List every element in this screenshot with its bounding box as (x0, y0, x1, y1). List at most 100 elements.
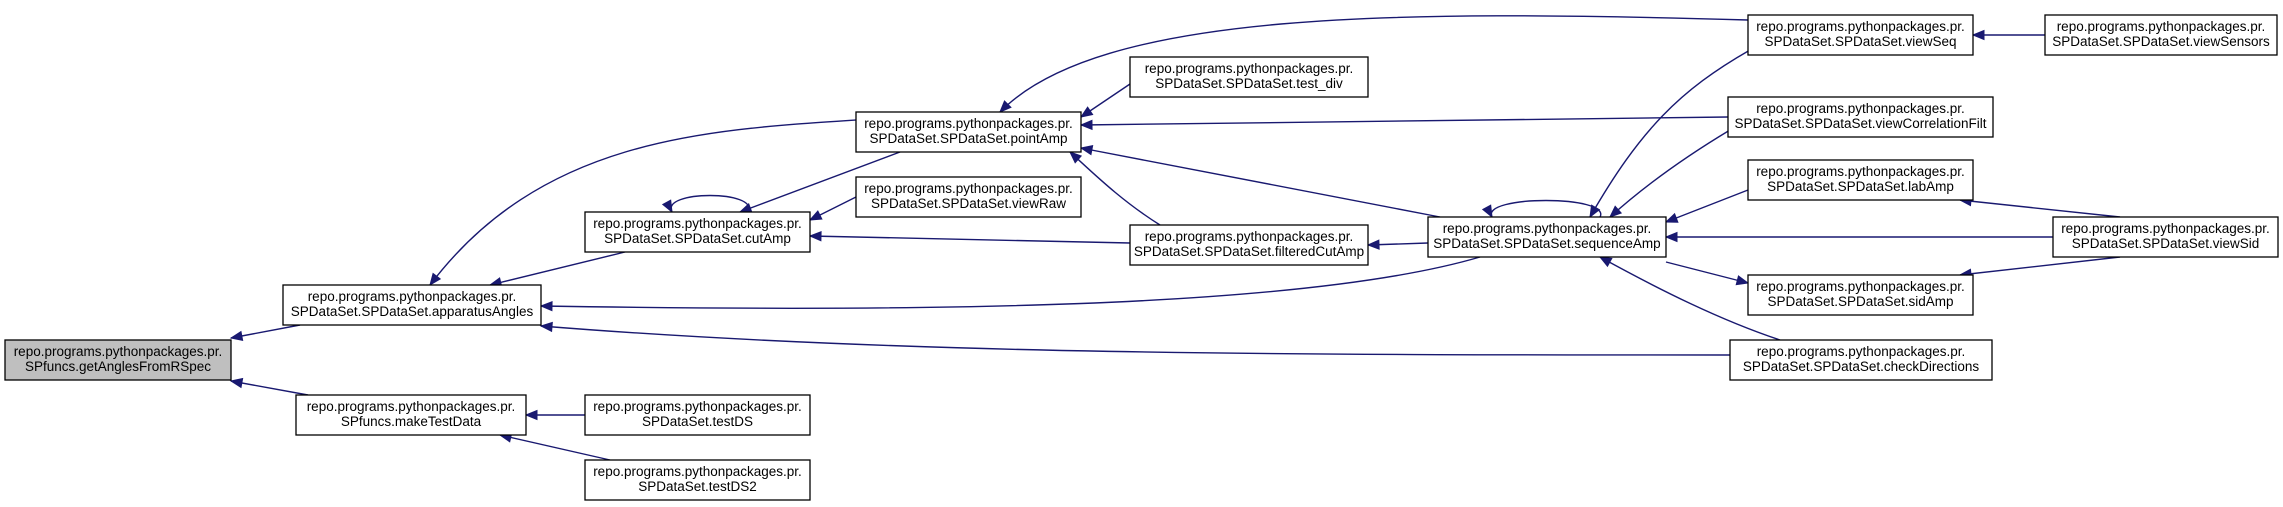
edge-arrowhead (999, 100, 1012, 113)
node-box (2052, 216, 2279, 258)
edge-arrowhead (808, 210, 823, 221)
node-test_div[interactable]: repo.programs.pythonpackages.pr.SPDataSe… (1129, 56, 1369, 98)
node-box (1729, 339, 1993, 381)
edge-arrowhead (1598, 256, 1613, 268)
node-viewRaw[interactable]: repo.programs.pythonpackages.pr.SPDataSe… (855, 176, 1082, 218)
edge-viewCorrelationFilt-to-pointAmp (1079, 116, 1729, 131)
edge-line (230, 324, 301, 339)
node-box (1427, 216, 1667, 258)
node-label-line1: repo.programs.pythonpackages.pr. (308, 289, 517, 304)
node-sequenceAmp[interactable]: repo.programs.pythonpackages.pr.SPDataSe… (1427, 216, 1667, 258)
node-box (282, 284, 542, 326)
edge-arrowhead (1069, 151, 1083, 164)
node-label-line2: SPDataSet.SPDataSet.viewCorrelationFilt (1734, 116, 1986, 131)
edge-line (499, 434, 611, 461)
edge-arrowhead (1079, 106, 1094, 118)
node-viewSid[interactable]: repo.programs.pythonpackages.pr.SPDataSe… (2052, 216, 2279, 258)
node-testDS[interactable]: repo.programs.pythonpackages.pr.SPDataSe… (584, 394, 811, 436)
node-label-line2: SPDataSet.testDS2 (638, 479, 757, 494)
edge-arrowhead (1481, 204, 1493, 219)
node-pointAmp[interactable]: repo.programs.pythonpackages.pr.SPDataSe… (855, 111, 1082, 153)
node-label-line2: SPDataSet.SPDataSet.viewSeq (1764, 34, 1956, 49)
node-label-line1: repo.programs.pythonpackages.pr. (1145, 61, 1354, 76)
edge-line (540, 325, 1731, 356)
node-label-line2: SPfuncs.getAnglesFromRSpec (25, 359, 211, 374)
edge-cutAmp-to-cutAmp (661, 194, 750, 214)
node-label-line1: repo.programs.pythonpackages.pr. (593, 464, 802, 479)
edge-viewSid-to-sidAmp (1958, 256, 2121, 279)
edge-line (1490, 199, 1602, 218)
node-box (1129, 224, 1369, 266)
node-box (1747, 274, 1974, 316)
node-label-line2: SPDataSet.SPDataSet.viewSensors (2052, 34, 2270, 49)
node-makeTestData[interactable]: repo.programs.pythonpackages.pr.SPfuncs.… (295, 394, 527, 436)
edge-line (230, 380, 309, 396)
nodes-layer: repo.programs.pythonpackages.pr.SPfuncs.… (4, 14, 2279, 501)
edge-sequenceAmp-to-filteredCutAmp (1366, 239, 1429, 250)
edge-line (670, 194, 750, 213)
node-label-line1: repo.programs.pythonpackages.pr. (864, 116, 1073, 131)
edge-line (489, 251, 626, 286)
node-label-line1: repo.programs.pythonpackages.pr. (1443, 221, 1652, 236)
node-label-line1: repo.programs.pythonpackages.pr. (593, 216, 802, 231)
edge-line (1959, 199, 2121, 218)
edge-arrowhead (429, 272, 442, 287)
edge-apparatusAngles-to-getAnglesFromRSpec (229, 324, 301, 342)
edge-line (429, 119, 857, 286)
edge-line (1609, 129, 1731, 218)
edge-sidAmp-to-sequenceAmp (1665, 261, 1750, 286)
node-sidAmp[interactable]: repo.programs.pythonpackages.pr.SPDataSe… (1747, 274, 1974, 316)
node-box (295, 394, 527, 436)
edge-line (999, 15, 1749, 113)
node-label-line1: repo.programs.pythonpackages.pr. (1756, 101, 1965, 116)
edge-line (1665, 189, 1749, 223)
node-label-line1: repo.programs.pythonpackages.pr. (307, 399, 516, 414)
node-box (1129, 56, 1369, 98)
node-filteredCutAmp[interactable]: repo.programs.pythonpackages.pr.SPDataSe… (1129, 224, 1369, 266)
edge-line (1080, 116, 1729, 126)
node-labAmp[interactable]: repo.programs.pythonpackages.pr.SPDataSe… (1747, 159, 1974, 201)
node-box (584, 394, 811, 436)
edges-layer (229, 15, 2121, 461)
edge-arrowhead (1971, 29, 1985, 41)
edge-line (1959, 256, 2121, 276)
node-viewSeq[interactable]: repo.programs.pythonpackages.pr.SPDataSe… (1747, 14, 1974, 56)
edge-cutAmp-to-apparatusAngles (488, 251, 626, 288)
node-label-line1: repo.programs.pythonpackages.pr. (14, 344, 223, 359)
edge-viewSensors-to-viewSeq (1971, 29, 2045, 41)
edge-sequenceAmp-to-sequenceAmp (1481, 199, 1602, 219)
edge-pointAmp-to-cutAmp (738, 151, 901, 213)
node-viewSensors[interactable]: repo.programs.pythonpackages.pr.SPDataSe… (2044, 14, 2278, 56)
edge-arrowhead (1366, 239, 1380, 250)
node-label-line2: SPDataSet.SPDataSet.cutAmp (604, 231, 791, 246)
node-box (584, 211, 811, 253)
node-label-line1: repo.programs.pythonpackages.pr. (593, 399, 802, 414)
edge-line (1069, 151, 1161, 226)
edge-checkDirections-to-apparatusAngles (539, 321, 1731, 356)
edge-viewSid-to-labAmp (1958, 195, 2121, 218)
edge-arrowhead (661, 199, 673, 214)
edge-filteredCutAmp-to-cutAmp (808, 231, 1131, 244)
node-viewCorrelationFilt[interactable]: repo.programs.pythonpackages.pr.SPDataSe… (1727, 96, 1994, 138)
node-cutAmp[interactable]: repo.programs.pythonpackages.pr.SPDataSe… (584, 211, 811, 253)
node-label-line2: SPDataSet.SPDataSet.checkDirections (1743, 359, 1980, 374)
node-label-line2: SPDataSet.testDS (642, 414, 753, 429)
node-label-line1: repo.programs.pythonpackages.pr. (1145, 229, 1354, 244)
edge-testDS2-to-makeTestData (498, 432, 611, 461)
edge-pointAmp-to-apparatusAngles (429, 119, 857, 287)
node-checkDirections[interactable]: repo.programs.pythonpackages.pr.SPDataSe… (1729, 339, 1993, 381)
edge-line (1080, 147, 1441, 218)
node-testDS2[interactable]: repo.programs.pythonpackages.pr.SPDataSe… (584, 459, 811, 501)
edge-labAmp-to-sequenceAmp (1664, 189, 1749, 223)
node-apparatusAngles[interactable]: repo.programs.pythonpackages.pr.SPDataSe… (282, 284, 542, 326)
node-label-line1: repo.programs.pythonpackages.pr. (864, 181, 1073, 196)
edge-arrowhead (738, 203, 753, 213)
edge-checkDirections-to-sequenceAmp (1598, 256, 1781, 341)
edge-viewSid-to-sequenceAmp (1664, 231, 2053, 243)
edge-line (540, 256, 1481, 310)
node-label-line2: SPDataSet.SPDataSet.viewRaw (871, 196, 1066, 211)
edge-line (739, 151, 901, 213)
node-label-line2: SPDataSet.SPDataSet.filteredCutAmp (1134, 244, 1364, 259)
edge-sequenceAmp-to-apparatusAngles (539, 256, 1481, 312)
